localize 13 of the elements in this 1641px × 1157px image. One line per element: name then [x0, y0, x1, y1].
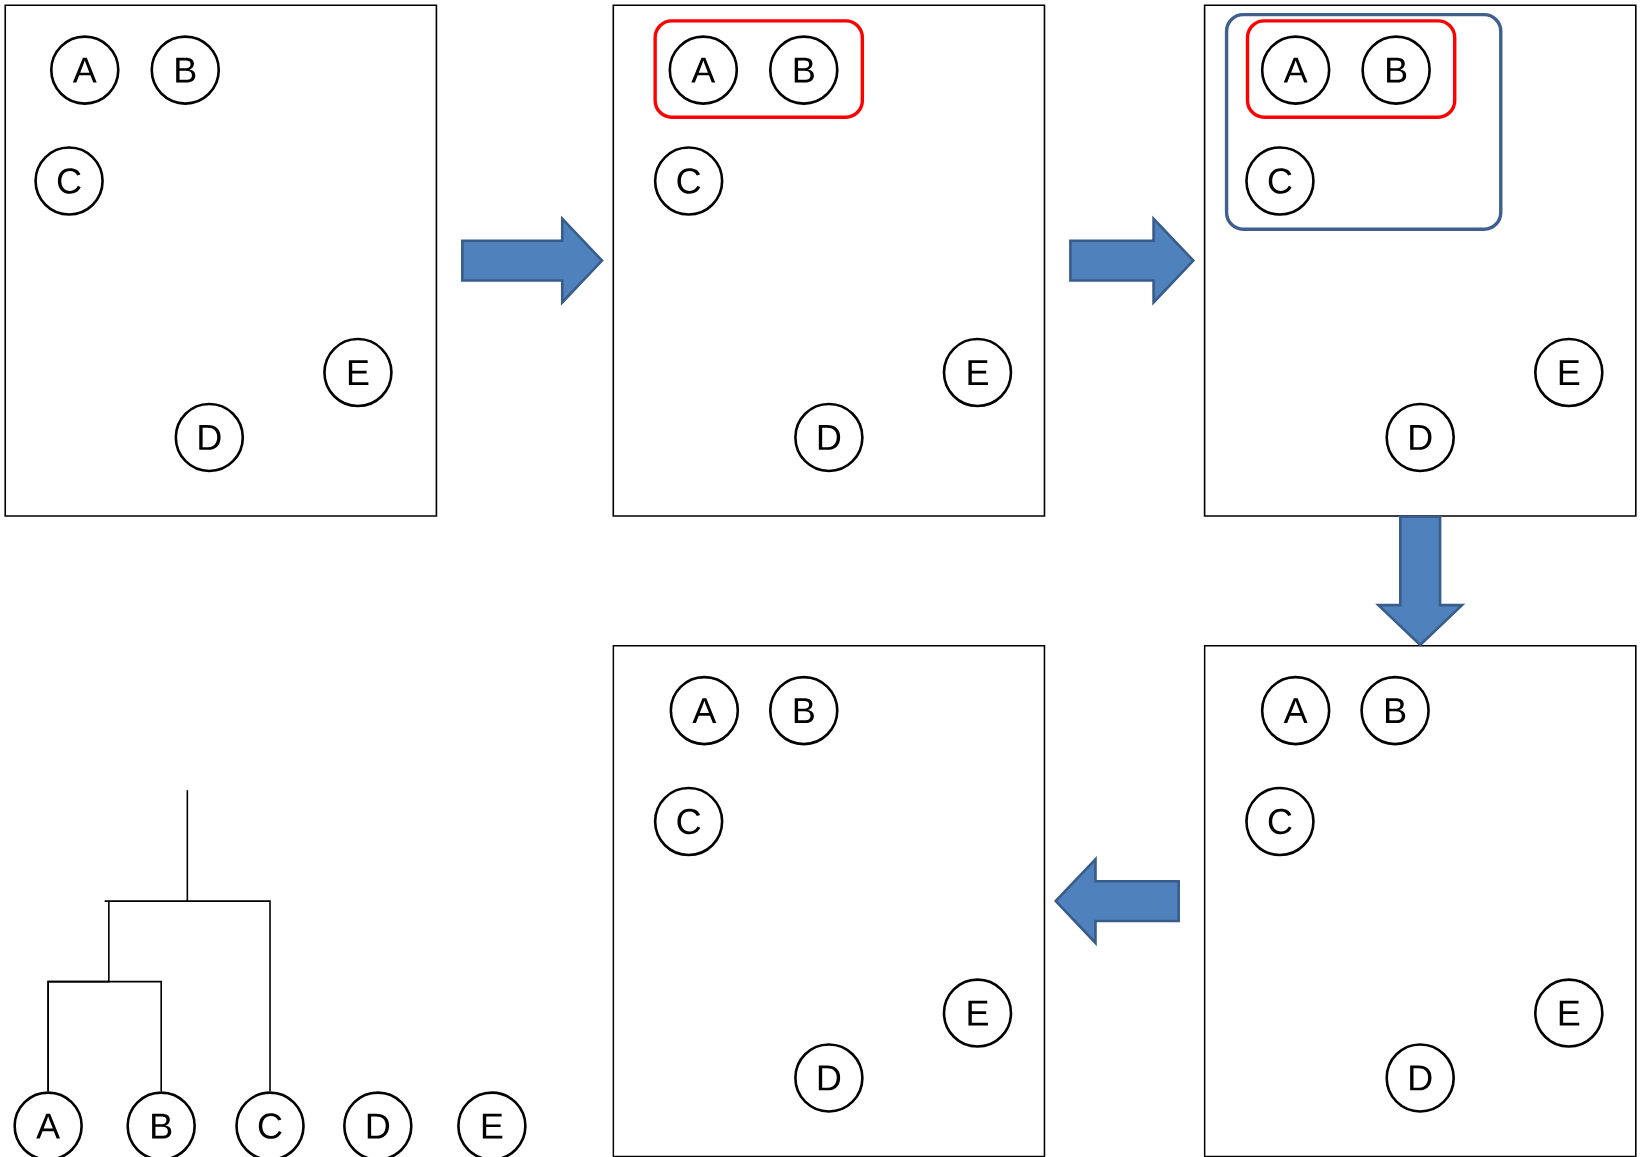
cluster-outline	[1245, 19, 1457, 119]
panel-frame	[4, 4, 438, 517]
block-arrow	[1053, 855, 1180, 947]
panel-frame	[1203, 4, 1637, 517]
cluster-outline	[1224, 12, 1503, 231]
panel-frame	[612, 644, 1046, 1157]
panel-frame	[1203, 644, 1637, 1157]
block-arrow	[461, 215, 604, 306]
panel-frame	[612, 4, 1046, 517]
block-arrow	[1069, 215, 1196, 306]
block-arrow	[1375, 515, 1466, 647]
dendrogram-branch	[47, 900, 271, 1093]
cluster-outline	[653, 19, 865, 119]
